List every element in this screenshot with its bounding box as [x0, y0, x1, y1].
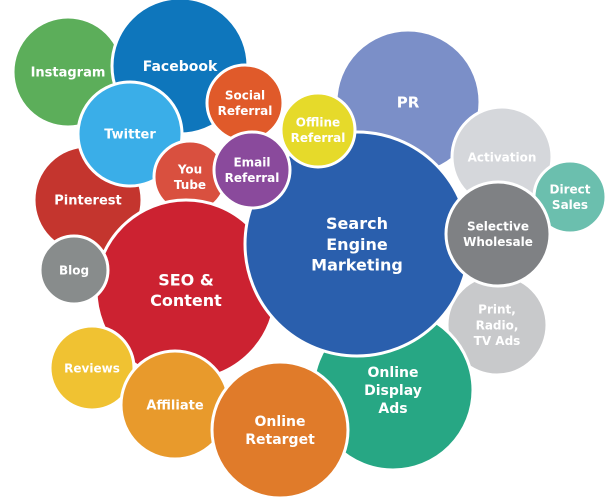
bubble-label: Content	[150, 291, 222, 310]
bubble-print-radio-tv: Print,Radio, TV Ads	[445, 273, 549, 377]
bubble-label: Search	[326, 214, 388, 233]
bubble-circle	[212, 130, 292, 210]
bubble-label: Online	[368, 365, 419, 381]
bubble-label: Selective	[467, 220, 529, 234]
bubble-label: Activation	[468, 150, 537, 164]
bubble-twitter: Twitter	[76, 80, 184, 188]
bubble-circle	[76, 80, 184, 188]
bubble-label: Sales	[552, 198, 588, 212]
bubble-circle	[444, 180, 552, 288]
bubble-label: Blog	[59, 263, 89, 277]
bubble-label: Twitter	[104, 128, 156, 143]
bubble-label: Marketing	[311, 256, 403, 275]
bubble-label: Referral	[225, 171, 280, 185]
bubble-label: Email	[233, 156, 270, 170]
bubble-label: TV Ads	[474, 334, 521, 348]
bubble-circle	[205, 63, 285, 143]
bubble-label: You	[177, 163, 202, 177]
bubble-circle	[210, 360, 350, 498]
bubble-label: Social	[225, 89, 265, 103]
bubble-circle	[38, 234, 110, 306]
bubble-label: Pinterest	[54, 194, 121, 209]
bubble-reviews: Reviews	[48, 324, 136, 412]
bubble-label: Affiliate	[146, 399, 203, 414]
bubble-label: Display	[364, 383, 422, 399]
bubble-label: Ads	[378, 401, 407, 417]
bubble-label: Referral	[218, 104, 273, 118]
bubble-label: Radio,	[476, 318, 519, 332]
bubble-label: Engine	[326, 235, 388, 254]
bubble-label: Offline	[296, 116, 340, 130]
bubble-label: Tube	[174, 178, 206, 192]
bubble-label: Facebook	[143, 59, 218, 75]
bubble-seo-content: SEO & Content	[94, 198, 278, 382]
bubble-blog: Blog	[38, 234, 110, 306]
bubble-affiliate: Affiliate	[119, 349, 231, 461]
bubble-label: Online	[255, 414, 306, 430]
bubble-label: Direct	[550, 183, 591, 197]
bubble-label: Print,	[478, 303, 516, 317]
bubble-circle	[279, 91, 357, 169]
bubble-label: Wholesale	[463, 235, 533, 249]
bubble-label: PR	[397, 93, 420, 111]
bubble-label: SEO &	[158, 270, 214, 289]
bubble-label: Instagram	[31, 66, 106, 81]
bubble-label: Reviews	[64, 361, 120, 375]
bubble-label: Referral	[291, 131, 346, 145]
bubble-label: Retarget	[245, 432, 315, 448]
